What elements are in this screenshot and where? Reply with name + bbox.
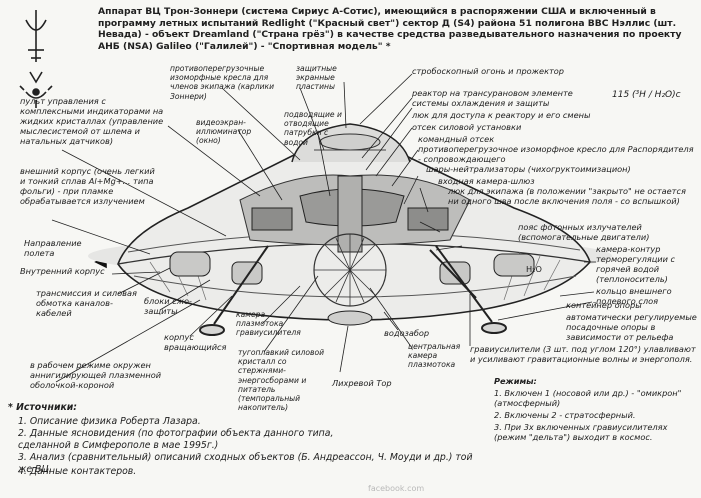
pilot-seats-label: противоперегрузочные изоморфные кресла д… — [170, 64, 275, 101]
plasma-chamber-label: камера плазмотока гравиусилителя — [236, 310, 301, 338]
escort-seat-label: противоперегрузочное изоморфное кресло д… — [418, 144, 694, 164]
reactor-label: реактор на трансурановом элементе — [412, 88, 573, 98]
mode-item: 1. Включен 1 (носовой или др.) - "омикро… — [494, 388, 682, 408]
video-screen-label: видеоэкран-иллюминатор (окно) — [196, 118, 252, 146]
modes-title: Режимы: — [494, 376, 537, 386]
airlock-label: входная камера-шлюз — [438, 176, 535, 186]
field-ring-label: кольцо внешнего полевого слоя — [596, 286, 672, 306]
control-panel-label: пульт управления с комплексными индикато… — [20, 96, 164, 146]
source-item: 3. Анализ (сравнительный) описаний сходн… — [18, 452, 473, 475]
rotating-hull-label: корпус вращающийся — [164, 332, 227, 352]
flight-direction-label: Направление полета — [24, 238, 82, 258]
cylinder-units — [169, 251, 535, 285]
command-bay-label: командный отсек — [418, 134, 495, 144]
source-item: 2. Данные ясновидения (по фотографии объ… — [18, 428, 334, 451]
gravity-amplifiers-label: гравиусилители (3 шт. под углом 120°) ул… — [470, 344, 696, 364]
thermal-chamber-label: камера-контур терморегуляции с горячей в… — [596, 244, 676, 284]
source-item: 1. Описание физика Роберта Лазара. — [18, 416, 201, 427]
outer-hull-label: внешний корпус (очень легкий и тонкий сп… — [20, 166, 155, 206]
crew-hatch-label: люк для экипажа (в положении "закрыто" н… — [448, 186, 686, 206]
central-chamber-label: центральная камера плазмотока — [408, 342, 461, 370]
mode-item: 3. При 3х включенных гравиусилителях (ре… — [494, 422, 668, 442]
working-mode-label: в рабочем режиме окружен аннигилирующей … — [30, 360, 162, 390]
star-sign-icon — [19, 71, 53, 108]
source-item: 4. Данные контактеров. — [18, 466, 137, 477]
crystal-label: тугоплавкий силовой кристалл со стержням… — [238, 348, 325, 413]
water-intake-label: водозабор — [384, 328, 430, 338]
cooling-label: системы охлаждения и защиты — [412, 98, 550, 108]
watermark: facebook.com — [368, 484, 425, 493]
water-pipes-label: подводящие и отводящие патрубки с водой — [284, 110, 342, 147]
leg-container-label: контейнер опоры — [566, 300, 642, 310]
h2o-label: H₂O — [526, 264, 542, 274]
photon-belt-label: пояс фотонных излучателей (вспомогательн… — [518, 222, 650, 242]
sirius-symbol-icon — [25, 10, 47, 62]
sources-title: * Источники: — [8, 402, 78, 413]
landing-legs-label: автоматически регулируемые посадочные оп… — [566, 312, 697, 342]
strobe-label: стробоскопный огонь и прожектор — [412, 66, 565, 76]
transmission-label: трансмиссия и силовая обмотка каналов-ка… — [36, 288, 137, 318]
central-crystal — [313, 175, 387, 326]
reactor-hatch-label: люк для доступа к реактору и его смены — [412, 110, 591, 120]
shield-plates-label: защитные экранные пластины — [296, 64, 337, 92]
protection-blocks-label: блоки сжо-защиты — [144, 296, 193, 316]
power-bay-label: отсек силовой установки — [412, 122, 522, 132]
formula: 115 (³H / H₂O)c — [612, 90, 681, 100]
page-title: Аппарат ВЦ Трон-Зоннери (система Сириус … — [98, 6, 682, 52]
vortex-torus-label: Лихревой Тор — [332, 378, 392, 388]
neutralizer-spheres-label: шары-нейтрализаторы (чихогруктоимизацион… — [426, 164, 631, 174]
mode-item: 2. Включены 2 - стратосферный. — [494, 410, 636, 420]
leader-lines — [51, 73, 596, 383]
inner-hull-label: Внутренний корпус — [20, 266, 105, 276]
landing-gear — [199, 245, 507, 336]
